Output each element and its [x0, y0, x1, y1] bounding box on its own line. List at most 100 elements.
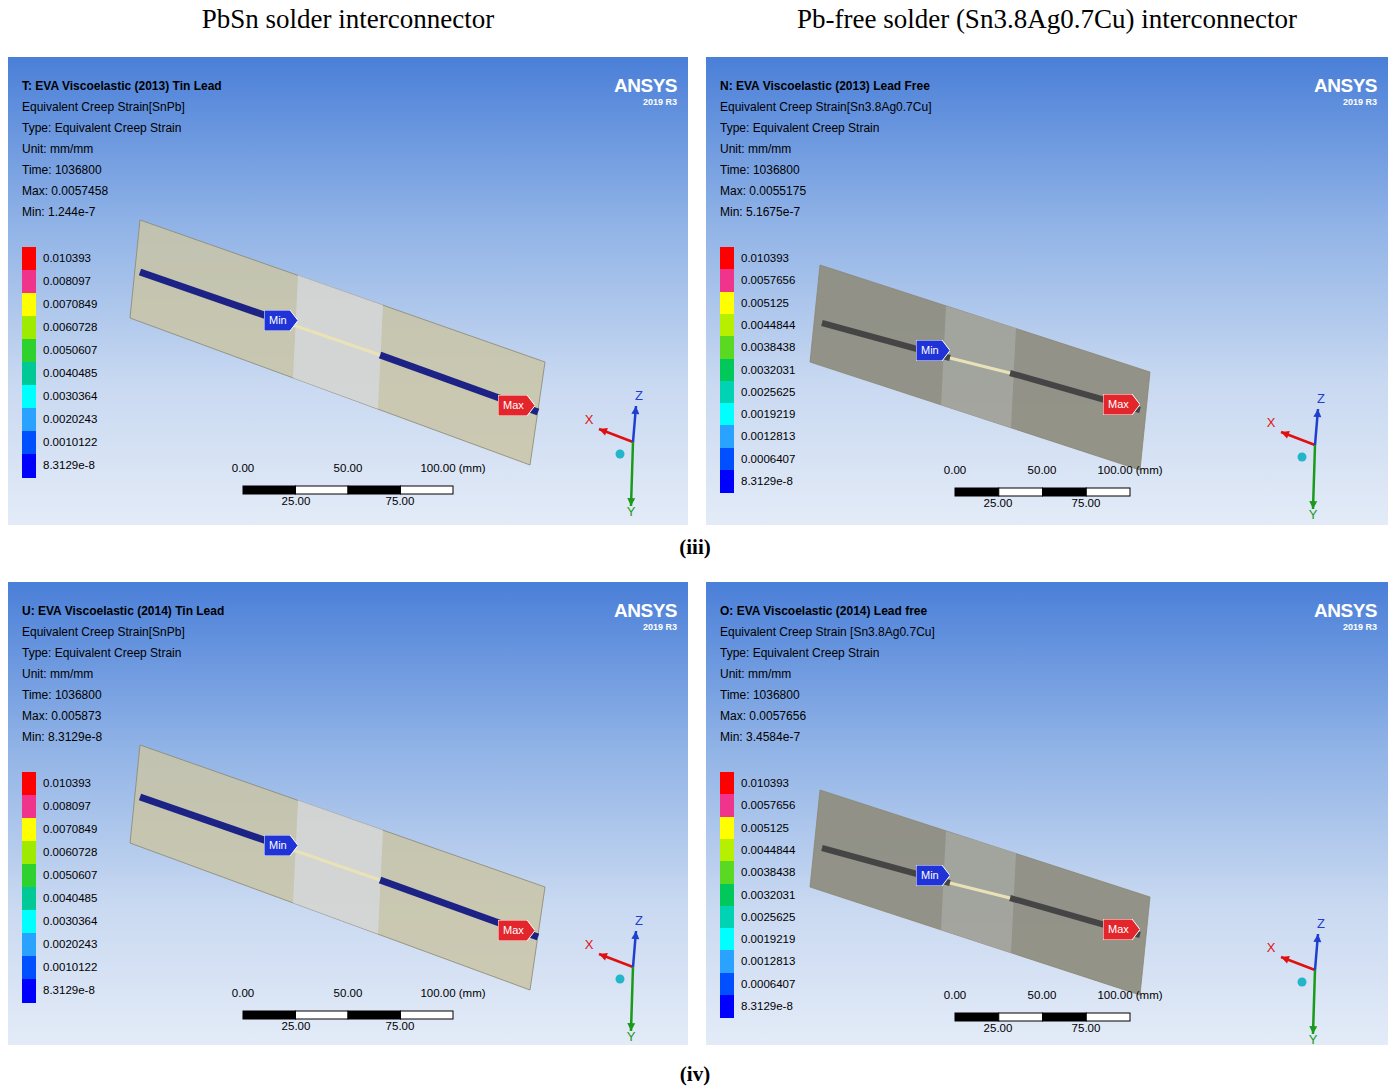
colorbar-swatch: [22, 385, 36, 409]
colorbar-value: 0.0040485: [43, 887, 97, 910]
min-probe: Min: [916, 340, 950, 361]
axis-label: Y: [627, 504, 636, 519]
scale-bar: [1086, 1013, 1130, 1021]
colorbar-value: 0.0032031: [741, 884, 795, 906]
colorbar-value: 8.3129e-8: [43, 979, 95, 1002]
ribbon-bend: [950, 358, 1010, 373]
colorbar-value: 0.010393: [43, 247, 91, 270]
result-info: N: EVA Viscoelastic (2013) Lead Free: [720, 79, 930, 93]
scale-bar: [1086, 488, 1130, 496]
colorbar-value: 0.0019219: [741, 928, 795, 950]
probe-label: Min: [916, 340, 950, 361]
min-probe: Min: [916, 865, 950, 886]
axis-label: Z: [1317, 391, 1325, 406]
result-info: Max: 0.0057656: [720, 709, 806, 723]
colorbar-swatch: [22, 339, 36, 363]
colorbar-swatch: [720, 448, 734, 471]
software-logo: ANSYS: [1314, 600, 1377, 622]
axis-label: X: [1267, 415, 1276, 430]
probe-label: Max: [498, 395, 535, 416]
colorbar-swatch: [720, 269, 734, 292]
colorbar-value: 0.008097: [43, 270, 91, 293]
cell-gap-region: [941, 306, 1016, 428]
colorbar-swatch: [22, 247, 36, 271]
colorbar-value: 0.0030364: [43, 910, 97, 933]
scale-label: 100.00 (mm): [1097, 989, 1162, 1001]
software-logo: ANSYS: [614, 600, 677, 622]
colorbar-value: 0.0006407: [741, 448, 795, 470]
colorbar-value: 0.0038438: [741, 336, 795, 358]
axis-label: X: [585, 412, 594, 427]
ribbon-bend: [293, 325, 380, 355]
probe-outline: [264, 835, 298, 856]
scale-label: 75.00: [1072, 497, 1101, 509]
colorbar-value: 0.0019219: [741, 403, 795, 425]
scale-label: 50.00: [1028, 989, 1057, 1001]
result-info: Unit: mm/mm: [720, 142, 791, 156]
colorbar-value: 0.0070849: [43, 818, 97, 841]
scale-label: 50.00: [1028, 464, 1057, 476]
probe-label: Max: [1103, 919, 1140, 940]
scale-bar: [296, 486, 349, 494]
colorbar-value: 8.3129e-8: [43, 454, 95, 477]
colorbar-swatch: [720, 425, 734, 448]
result-info: Equivalent Creep Strain[SnPb]: [22, 100, 185, 114]
axis-label: Y: [1309, 1032, 1318, 1047]
colorbar-value: 0.0050607: [43, 339, 97, 362]
software-version: 2019 R3: [643, 97, 677, 107]
probe-outline: [1103, 919, 1140, 940]
colorbar-value: 0.0044844: [741, 314, 795, 336]
colorbar-value: 0.0038438: [741, 861, 795, 883]
software-logo: ANSYS: [614, 75, 677, 97]
probe-label: Max: [1103, 394, 1140, 415]
colorbar-value: 0.0040485: [43, 362, 97, 385]
scale-bar: [955, 488, 999, 496]
colorbar-swatch: [22, 864, 36, 888]
colorbar-swatch: [720, 884, 734, 907]
scale-bar: [296, 1011, 349, 1019]
colorbar-swatch: [22, 270, 36, 294]
result-panel: U: EVA Viscoelastic (2014) Tin LeadEquiv…: [8, 582, 688, 1045]
result-info: Equivalent Creep Strain[Sn3.8Ag0.7Cu]: [720, 100, 931, 114]
scale-bar: [348, 486, 401, 494]
cell-gap-region: [293, 275, 383, 409]
colorbar-value: 0.008097: [43, 795, 91, 818]
result-info: Equivalent Creep Strain [Sn3.8Ag0.7Cu]: [720, 625, 935, 639]
scale-bar: [1043, 488, 1087, 496]
axis-arrow: [1281, 432, 1315, 445]
min-probe: Min: [264, 835, 298, 856]
colorbar-swatch: [22, 293, 36, 317]
scale-bar: [1043, 1013, 1087, 1021]
axis-arrow: [631, 442, 633, 506]
result-info: Min: 1.244e-7: [22, 205, 95, 219]
max-probe: Max: [1103, 394, 1140, 415]
colorbar-swatch: [22, 454, 36, 478]
result-info: O: EVA Viscoelastic (2014) Lead free: [720, 604, 927, 618]
axis-label: Y: [627, 1029, 636, 1044]
result-info: Type: Equivalent Creep Strain: [720, 121, 879, 135]
axis-label: Y: [1309, 507, 1318, 522]
max-probe: Max: [1103, 919, 1140, 940]
laminate-slab: [810, 790, 1150, 995]
scale-label: 100.00 (mm): [1097, 464, 1162, 476]
colorbar-value: 0.0057656: [741, 794, 795, 816]
colorbar-swatch: [720, 403, 734, 426]
axis-label: X: [585, 937, 594, 952]
scale-bar: [243, 1011, 296, 1019]
colorbar-value: 0.0044844: [741, 839, 795, 861]
scale-label: 25.00: [984, 1022, 1013, 1034]
triad-dot: [1298, 453, 1307, 462]
result-info: Time: 1036800: [22, 688, 102, 702]
axis-label: Z: [635, 913, 643, 928]
result-panel: O: EVA Viscoelastic (2014) Lead freeEqui…: [706, 582, 1388, 1045]
probe-outline: [264, 310, 298, 331]
colorbar-swatch: [720, 359, 734, 382]
result-info: Min: 3.4584e-7: [720, 730, 800, 744]
colorbar-value: 0.0025625: [741, 906, 795, 928]
scale-label: 0.00: [232, 462, 254, 474]
colorbar-value: 0.0012813: [741, 425, 795, 447]
scale-label: 0.00: [944, 464, 966, 476]
scale-bar: [955, 1013, 999, 1021]
colorbar-value: 0.0057656: [741, 269, 795, 291]
